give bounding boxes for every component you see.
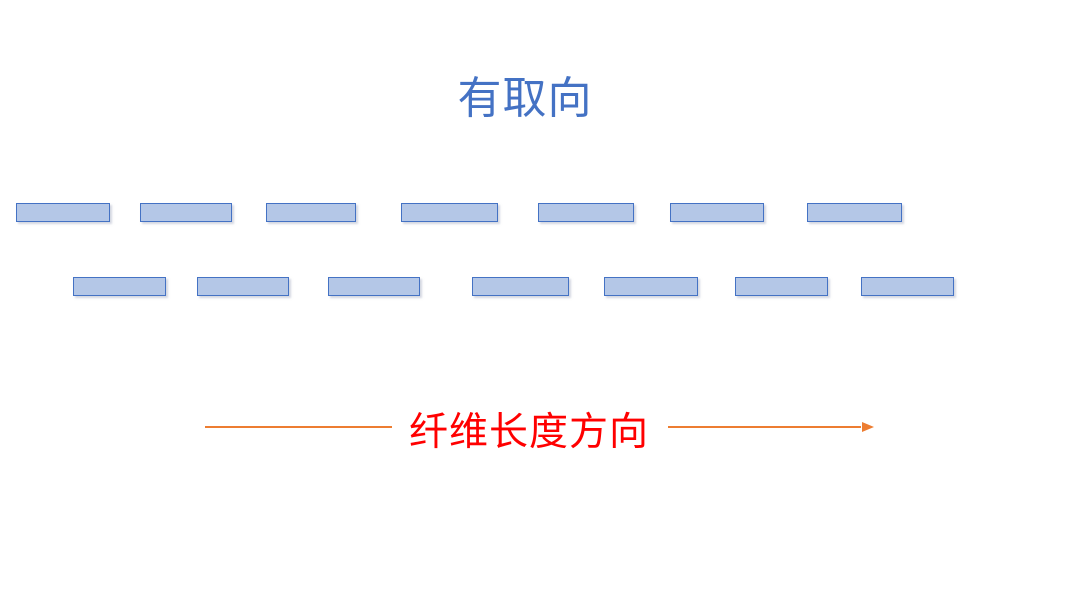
fiber-segment-r1-5 <box>538 203 634 222</box>
fiber-direction-arrow-left-line <box>205 426 392 428</box>
fiber-segment-r2-1 <box>73 277 166 296</box>
fiber-segment-r1-7 <box>807 203 902 222</box>
fiber-segment-r1-2 <box>140 203 232 222</box>
fiber-segment-r2-6 <box>735 277 828 296</box>
fiber-segment-r2-7 <box>861 277 954 296</box>
fiber-segment-r2-4 <box>472 277 569 296</box>
fiber-direction-label: 纤维长度方向 <box>408 411 649 454</box>
fiber-segment-r2-3 <box>328 277 420 296</box>
fiber-segment-r1-3 <box>266 203 356 222</box>
fiber-segment-r1-4 <box>401 203 498 222</box>
slide-title: 有取向 <box>457 74 593 123</box>
fiber-segment-r2-5 <box>604 277 698 296</box>
fiber-segment-r2-2 <box>197 277 289 296</box>
arrowhead-right-icon <box>862 422 874 432</box>
fiber-segment-r1-1 <box>16 203 110 222</box>
fiber-segment-r1-6 <box>670 203 764 222</box>
fiber-direction-arrow-right-line <box>668 426 861 428</box>
